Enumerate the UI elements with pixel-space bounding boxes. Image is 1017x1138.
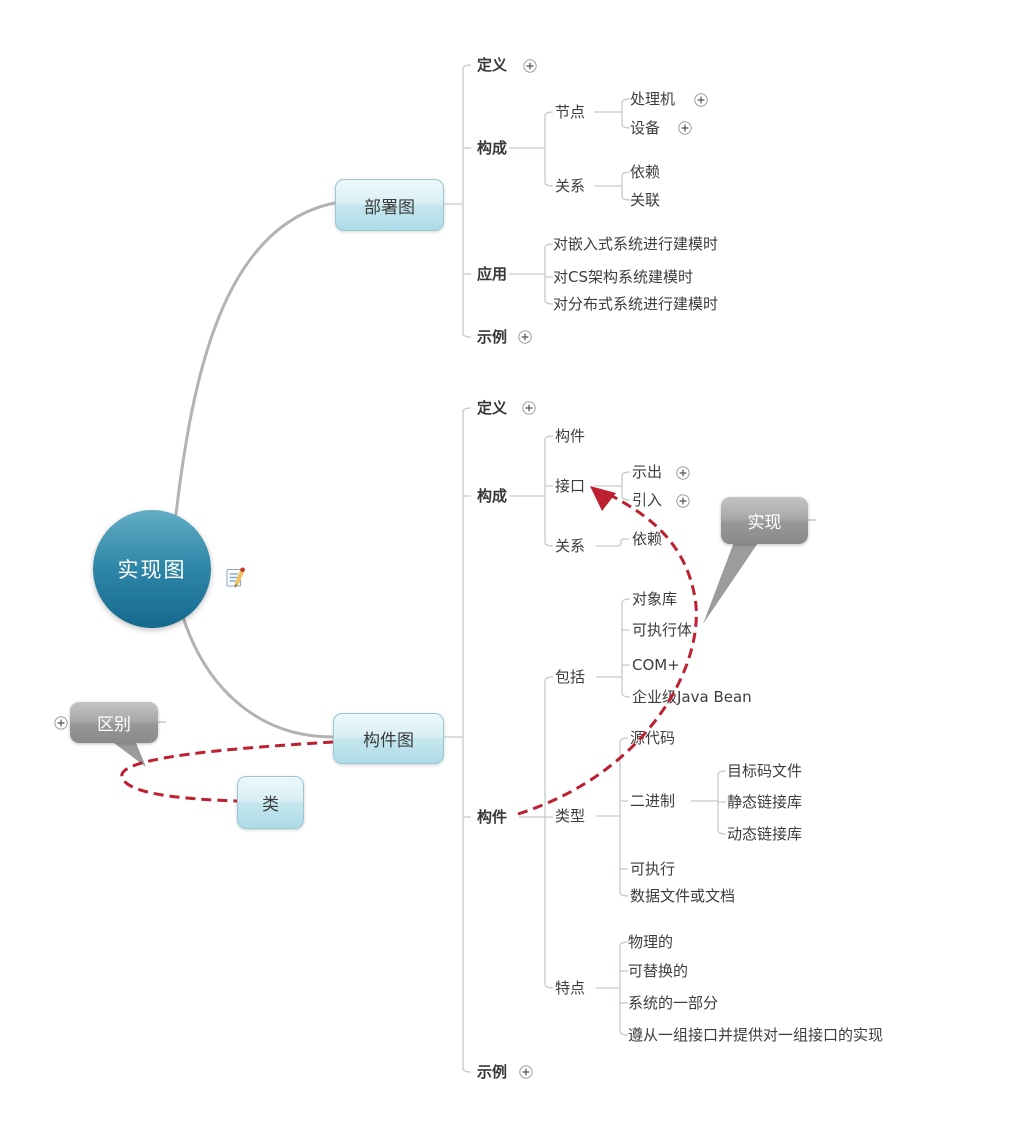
bracket-comp-tedian	[596, 941, 629, 1036]
expand-icon[interactable]	[518, 330, 532, 344]
topic-d-guanxi[interactable]: 关系	[555, 177, 586, 195]
topic-d-yingyong[interactable]: 应用	[477, 265, 508, 283]
topic-d-shili[interactable]: 示例	[477, 328, 508, 346]
topic-d-guanlian[interactable]: 关联	[630, 191, 661, 209]
topic-c-xitong[interactable]: 系统的一部分	[628, 994, 719, 1012]
topic-c-mubiaoma[interactable]: 目标码文件	[727, 762, 803, 780]
central-topic-impl-diagram[interactable]: 实现图	[93, 510, 211, 628]
topic-d-goucheng[interactable]: 构成	[477, 139, 508, 157]
topic-box-component[interactable]: 构件图	[333, 713, 444, 764]
topic-d-dingyi[interactable]: 定义	[477, 56, 508, 74]
topic-c-tedian[interactable]: 特点	[555, 979, 586, 997]
topic-c-jiekou[interactable]: 接口	[555, 477, 586, 495]
topic-c-yinru[interactable]: 引入	[632, 491, 663, 509]
expand-icon[interactable]	[676, 466, 690, 480]
bracket-comp-leixing	[596, 737, 629, 897]
topic-c-erjinzhi[interactable]: 二进制	[630, 792, 676, 810]
bracket-deploy-jiedian	[594, 98, 631, 129]
topic-c-goujian[interactable]: 构件	[477, 808, 508, 826]
topic-d-app-2[interactable]: 对CS架构系统建模时	[553, 268, 693, 286]
topic-d-app-1[interactable]: 对嵌入式系统进行建模时	[553, 235, 719, 253]
bracket-comp-guanxi	[596, 538, 629, 547]
topic-c-yuandaima[interactable]: 源代码	[630, 729, 676, 747]
impl-callout-tail	[703, 542, 758, 624]
topic-c-kezhixingti[interactable]: 可执行体	[632, 621, 693, 639]
bracket-deploy-root	[442, 64, 472, 338]
topic-c-shili[interactable]: 示例	[477, 1063, 508, 1081]
topic-d-shebei[interactable]: 设备	[630, 119, 661, 137]
notes-icon[interactable]	[226, 566, 247, 589]
expand-icon[interactable]	[519, 1065, 533, 1079]
topic-c-jingtai[interactable]: 静态链接库	[727, 793, 803, 811]
bracket-comp-goucheng	[509, 435, 554, 547]
topic-c-javabean[interactable]: 企业级Java Bean	[632, 688, 752, 706]
topic-c-baokuo[interactable]: 包括	[555, 668, 586, 686]
rel-shixian-arrowhead	[590, 486, 616, 511]
topic-d-jiedian[interactable]: 节点	[555, 103, 586, 121]
topic-c-yilai[interactable]: 依赖	[632, 530, 663, 548]
expand-icon[interactable]	[523, 59, 537, 73]
topic-d-yilai[interactable]: 依赖	[630, 163, 661, 181]
callout-diff[interactable]: 区别	[70, 702, 158, 743]
bracket-deploy-goucheng	[509, 111, 554, 187]
branch-component	[181, 615, 335, 739]
rel-shixian	[517, 491, 698, 816]
topic-c-duixiangku[interactable]: 对象库	[632, 590, 678, 608]
topic-c-guanxi[interactable]: 关系	[555, 537, 586, 555]
branch-deploy	[174, 201, 337, 516]
callout-impl[interactable]: 实现	[721, 497, 808, 544]
expand-icon[interactable]	[676, 494, 690, 508]
expand-icon[interactable]	[694, 93, 708, 107]
bracket-comp-goujian	[519, 676, 554, 989]
topic-c-kezhixing[interactable]: 可执行	[630, 860, 676, 878]
topic-box-class[interactable]: 类	[237, 776, 304, 829]
bracket-deploy-guanxi	[594, 171, 631, 201]
bracket-comp-baokuo	[596, 598, 631, 698]
expand-icon[interactable]	[678, 121, 692, 135]
topic-c-dongtai[interactable]: 动态链接库	[727, 825, 803, 843]
bracket-comp-jiekou	[594, 471, 631, 501]
topic-c-goucheng[interactable]: 构成	[477, 487, 508, 505]
topic-c-leixing[interactable]: 类型	[555, 807, 586, 825]
expand-icon[interactable]	[522, 401, 536, 415]
topic-c-wuli[interactable]: 物理的	[628, 933, 674, 951]
topic-c-dingyi[interactable]: 定义	[477, 399, 508, 417]
topic-c-shuju[interactable]: 数据文件或文档	[630, 887, 736, 905]
topic-c-com[interactable]: COM+	[632, 656, 680, 674]
bracket-comp-erjinzhi	[691, 770, 727, 835]
topic-box-deploy[interactable]: 部署图	[335, 179, 444, 231]
topic-c-goujian-sub[interactable]: 构件	[555, 427, 586, 445]
collapse-icon[interactable]	[54, 716, 68, 730]
topic-d-chuliji[interactable]: 处理机	[630, 90, 676, 108]
bracket-comp-root	[442, 407, 472, 1073]
topic-c-ketihuan[interactable]: 可替换的	[628, 962, 689, 980]
topic-d-app-3[interactable]: 对分布式系统进行建模时	[553, 295, 719, 313]
topic-c-zuncong[interactable]: 遵从一组接口并提供对一组接口的实现	[628, 1026, 884, 1044]
topic-c-shichu[interactable]: 示出	[632, 463, 663, 481]
bracket-deploy-yingyong	[509, 243, 554, 305]
